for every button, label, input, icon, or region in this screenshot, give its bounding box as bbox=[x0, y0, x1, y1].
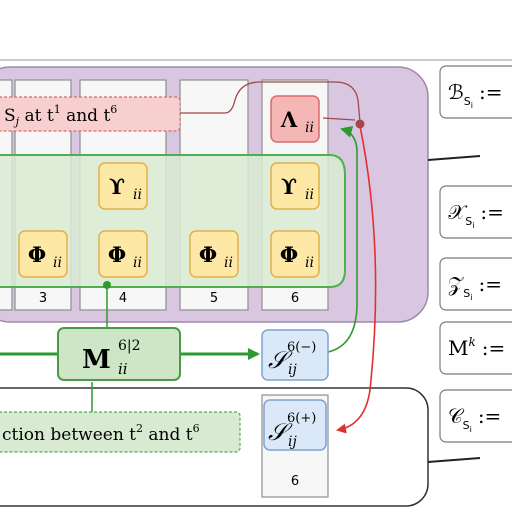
column-index-4: 4 bbox=[119, 291, 127, 306]
upsilon-cell-6-symbol: ϒ bbox=[281, 174, 297, 199]
maroon-connector bbox=[180, 81, 361, 123]
m-symbol: M bbox=[82, 345, 111, 375]
s-plus-sub: ij bbox=[288, 434, 297, 450]
s-plus-sup: 6(+) bbox=[287, 411, 316, 426]
maroon-dot bbox=[355, 119, 365, 129]
phi-dot bbox=[103, 281, 111, 289]
bottom-note-sup1: 2 bbox=[136, 422, 143, 435]
definition-symbol-3: Mk:= bbox=[448, 335, 505, 360]
svg-text:M: M bbox=[82, 345, 111, 375]
m-box: M 6|2 ii bbox=[57, 327, 181, 381]
definition-symbol-1: 𝒳Si:= bbox=[448, 200, 504, 230]
top-note-s: S bbox=[4, 106, 16, 126]
phi-cell-6-symbol: Φ bbox=[280, 242, 298, 267]
column-index-6: 6 bbox=[291, 291, 299, 306]
upsilon-cell-6-sub: ii bbox=[305, 187, 314, 203]
definition-box-3: Mk:= bbox=[439, 321, 512, 375]
phi-cell-4-sub: ii bbox=[133, 255, 142, 271]
phi-cell-6-sub: ii bbox=[305, 255, 314, 271]
bottom-note-text1: ction between t bbox=[2, 425, 136, 445]
upsilon-cell-4-symbol: ϒ bbox=[109, 174, 125, 199]
definition-symbol-4: 𝒞Si:= bbox=[448, 404, 501, 434]
phi-cell-4-symbol: Φ bbox=[108, 242, 126, 267]
m-sup: 6|2 bbox=[118, 338, 141, 354]
s-minus-sub: ij bbox=[288, 362, 297, 378]
connector-b bbox=[427, 155, 481, 161]
connector-c bbox=[427, 457, 481, 463]
lower-column-6: 𝒮 6(+) ij 6 bbox=[261, 394, 329, 498]
m-sub: ii bbox=[118, 360, 128, 378]
phi-cell-3-symbol: Φ bbox=[28, 242, 46, 267]
bottom-note: ction between t2 and t6 bbox=[0, 411, 241, 453]
s-minus-box: 𝒮 6(−) ij bbox=[261, 329, 329, 381]
bottom-note-sup2: 6 bbox=[193, 422, 200, 435]
lower-column-index: 6 bbox=[291, 474, 299, 489]
red-arrow bbox=[336, 125, 377, 434]
bottom-note-text2: and t bbox=[143, 425, 193, 445]
phi-cell-3-sub: ii bbox=[53, 255, 62, 271]
top-note-sup1: 1 bbox=[54, 103, 61, 116]
column-indices: 3 4 5 6 bbox=[39, 291, 299, 306]
column-index-5: 5 bbox=[210, 291, 218, 306]
top-note-text1: at t bbox=[19, 106, 54, 126]
definition-box-4: 𝒞Si:= bbox=[439, 389, 512, 443]
definition-symbol-0: ℬSi:= bbox=[448, 80, 502, 110]
top-note-sub: j bbox=[13, 115, 20, 128]
top-note-sup2: 6 bbox=[110, 103, 117, 116]
green-arrow-up bbox=[327, 125, 358, 353]
lambda-cell-6-sub: ii bbox=[305, 120, 314, 136]
phi-cell-5-sub: ii bbox=[224, 255, 233, 271]
right-definition-boxes: ℬSi:= 𝒳Si:= 𝒵Si:= Mk:= 𝒞Si:= bbox=[439, 65, 512, 443]
lambda-cell-6-symbol: Λ bbox=[280, 107, 298, 132]
definition-symbol-2: 𝒵Si:= bbox=[448, 272, 502, 302]
s-minus-sup: 6(−) bbox=[287, 340, 316, 355]
column-index-3: 3 bbox=[39, 291, 47, 306]
definition-box-1: 𝒳Si:= bbox=[439, 185, 512, 239]
green-band bbox=[0, 154, 346, 288]
phi-cell-5-symbol: Φ bbox=[199, 242, 217, 267]
upsilon-cell-4-sub: ii bbox=[133, 187, 142, 203]
definition-box-0: ℬSi:= bbox=[439, 65, 512, 119]
definition-box-2: 𝒵Si:= bbox=[439, 257, 512, 311]
top-note: Sj at t1 and t6 bbox=[0, 96, 181, 132]
maroon-to-lambda bbox=[322, 117, 356, 121]
svg-text:ction between t2 and t6: ction between t2 and t6 bbox=[2, 422, 200, 445]
svg-text:Sj at t1 and t6: Sj at t1 and t6 bbox=[4, 103, 117, 128]
top-note-text2: and t bbox=[61, 106, 111, 126]
